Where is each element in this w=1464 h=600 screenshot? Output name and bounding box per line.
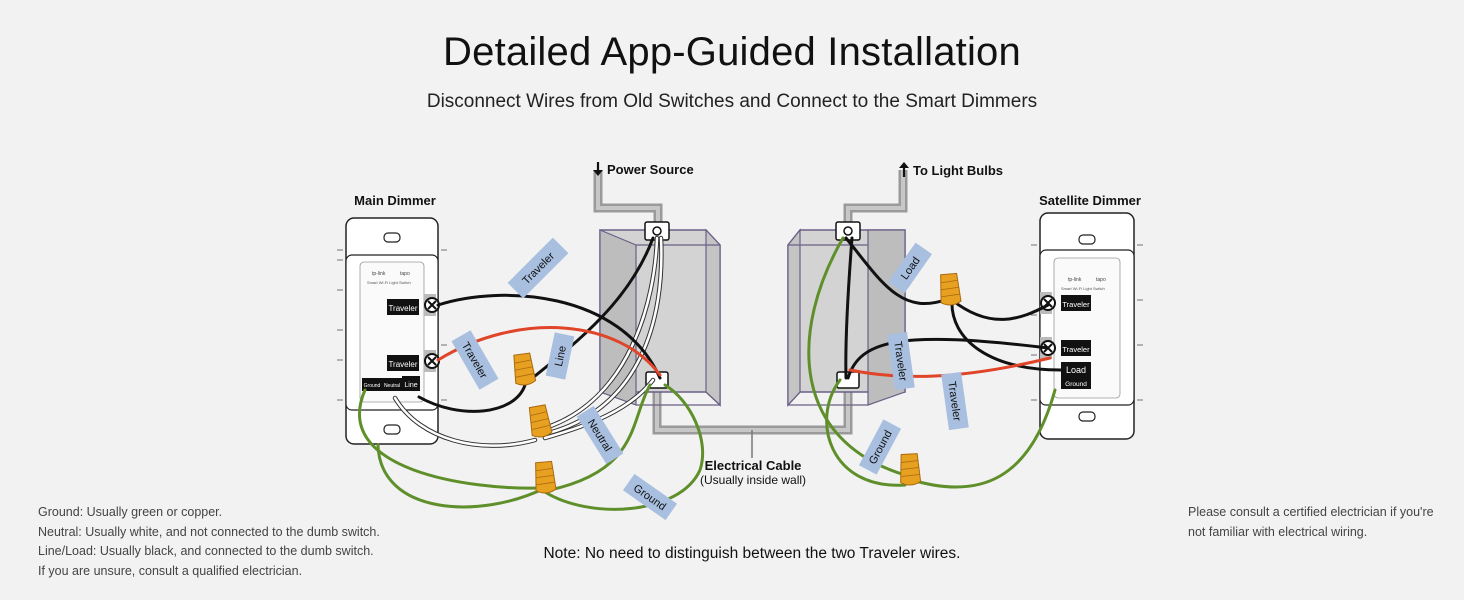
- main-dimmer-brand-tapo: tapo: [400, 271, 410, 277]
- arrow-up-icon: [899, 162, 909, 177]
- satellite-dimmer-device: [1031, 212, 1143, 440]
- satellite-terminal-ground: Ground: [1061, 377, 1091, 389]
- cable-label-line1: Electrical Cable: [705, 458, 802, 473]
- wire-tag-line-text: Line: [553, 345, 569, 368]
- main-ground-label: Ground: [364, 383, 381, 389]
- wire-tag-neutral: Neutral: [576, 405, 624, 465]
- satellite-model: Smart Wi-Fi Light Switch: [1061, 286, 1105, 291]
- main-neutral-label: Neutral: [384, 383, 400, 389]
- wire-nut-ground-right: [898, 452, 922, 487]
- satellite-ground-label: Ground: [1065, 381, 1087, 388]
- wire-tag-traveler-4-text: Traveler: [945, 381, 962, 423]
- note-neutral: Neutral: Usually white, and not connecte…: [38, 524, 380, 539]
- satellite-terminal-traveler-top: Traveler: [1061, 295, 1091, 311]
- main-terminal-ground: Ground: [362, 378, 382, 391]
- satellite-traveler-top-label: Traveler: [1062, 300, 1090, 309]
- wire-nut-neutral: [526, 404, 553, 440]
- wire-tag-traveler-2: Traveler: [451, 330, 499, 390]
- right-box-clamp-top: [835, 221, 861, 241]
- satellite-terminal-traveler-bottom: Traveler: [1061, 340, 1091, 356]
- main-traveler-top-label: Traveler: [388, 304, 417, 313]
- wire-tag-traveler-1: Traveler: [507, 237, 569, 299]
- wire-tag-ground-left: Ground: [622, 473, 678, 521]
- wire-tag-traveler-3: Traveler: [887, 331, 915, 391]
- arrow-down-icon: [593, 162, 603, 176]
- right-box-clamp-bottom: [836, 371, 860, 389]
- main-dimmer-label: Main Dimmer: [354, 193, 436, 208]
- main-terminal-line: Line: [402, 376, 420, 391]
- main-terminal-traveler-top: Traveler: [387, 299, 419, 315]
- main-dimmer-model: Smart Wi-Fi Light Switch: [367, 280, 411, 285]
- wire-nut-load: [938, 272, 962, 307]
- satellite-brand-tplink: tp-link: [1068, 277, 1082, 283]
- wire-tag-ground-right: Ground: [858, 419, 902, 475]
- page-subtitle: Disconnect Wires from Old Switches and C…: [426, 91, 1038, 112]
- wire-nut-ground-left: [533, 460, 557, 495]
- wire-color-notes: Ground: Usually green or copper. Neutral…: [38, 503, 380, 581]
- wire-nut-line: [511, 352, 537, 387]
- wire-tag-line: Line: [545, 332, 575, 380]
- traveler-note: Note: No need to distinguish between the…: [543, 545, 961, 562]
- satellite-traveler-bottom-label: Traveler: [1062, 345, 1090, 354]
- satellite-load-label: Load: [1066, 365, 1086, 375]
- main-screw-top-icon: [424, 294, 440, 316]
- main-terminal-neutral: Neutral: [382, 378, 402, 391]
- wires: [357, 235, 1063, 511]
- wire-tag-load: Load: [888, 242, 932, 294]
- note-ground: Ground: Usually green or copper.: [38, 505, 223, 519]
- note-unsure: If you are unsure, consult a qualified e…: [38, 563, 303, 578]
- note-line-load: Line/Load: Usually black, and connected …: [38, 544, 374, 558]
- satellite-terminal-load: Load: [1061, 362, 1091, 377]
- power-source-label: Power Source: [607, 162, 694, 177]
- satellite-dimmer-label: Satellite Dimmer: [1039, 193, 1141, 208]
- satellite-brand-tapo: tapo: [1096, 277, 1106, 283]
- page-title: Detailed App-Guided Installation: [443, 30, 1021, 74]
- main-dimmer-brand-tplink: tp-link: [372, 271, 386, 277]
- light-bulbs-label: To Light Bulbs: [913, 163, 1003, 178]
- wire-tag-traveler-3-text: Traveler: [891, 341, 908, 383]
- main-terminal-traveler-bottom: Traveler: [387, 355, 419, 371]
- left-junction-box: [599, 228, 721, 407]
- cable-label-line2: (Usually inside wall): [700, 473, 806, 487]
- main-line-label: Line: [404, 382, 417, 389]
- wire-tag-traveler-4: Traveler: [941, 371, 969, 431]
- electrician-note: Please consult a certified electrician i…: [1188, 505, 1434, 539]
- main-dimmer-device: [337, 217, 447, 445]
- main-screw-bottom-icon: [424, 350, 440, 372]
- main-traveler-bottom-label: Traveler: [388, 360, 417, 369]
